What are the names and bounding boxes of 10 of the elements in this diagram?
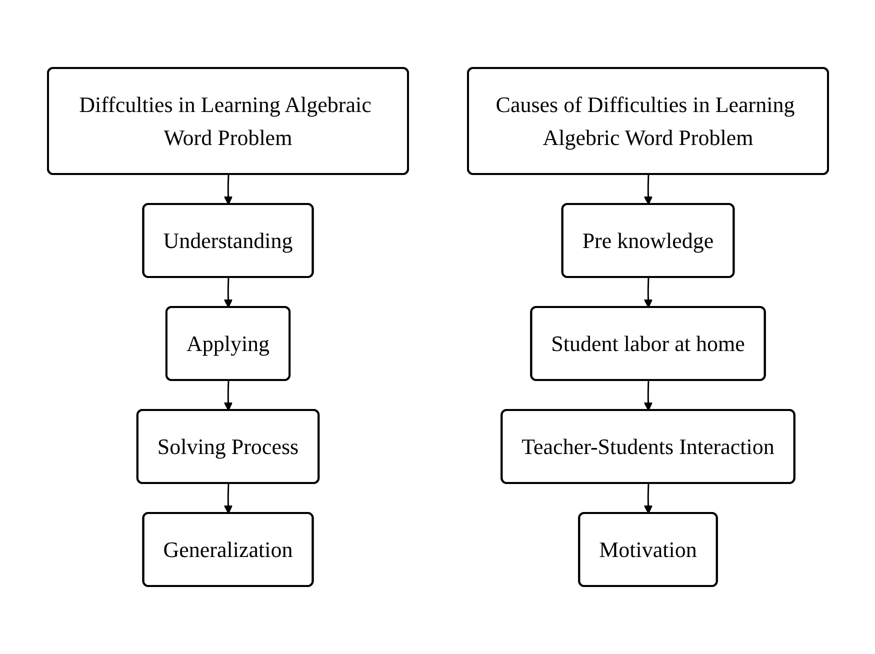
node-text: Diffculties in Learning Algebraic Word Problem	[78, 92, 371, 150]
arrow	[223, 174, 232, 205]
node-text: Causes of Difficulties in Learning Algebric Word Problem	[495, 92, 794, 150]
arrow	[223, 483, 232, 514]
arrow	[223, 380, 232, 411]
arrow	[643, 483, 652, 514]
arrow	[223, 277, 232, 308]
arrow	[643, 277, 652, 308]
arrow	[643, 380, 652, 411]
arrow	[643, 174, 652, 205]
